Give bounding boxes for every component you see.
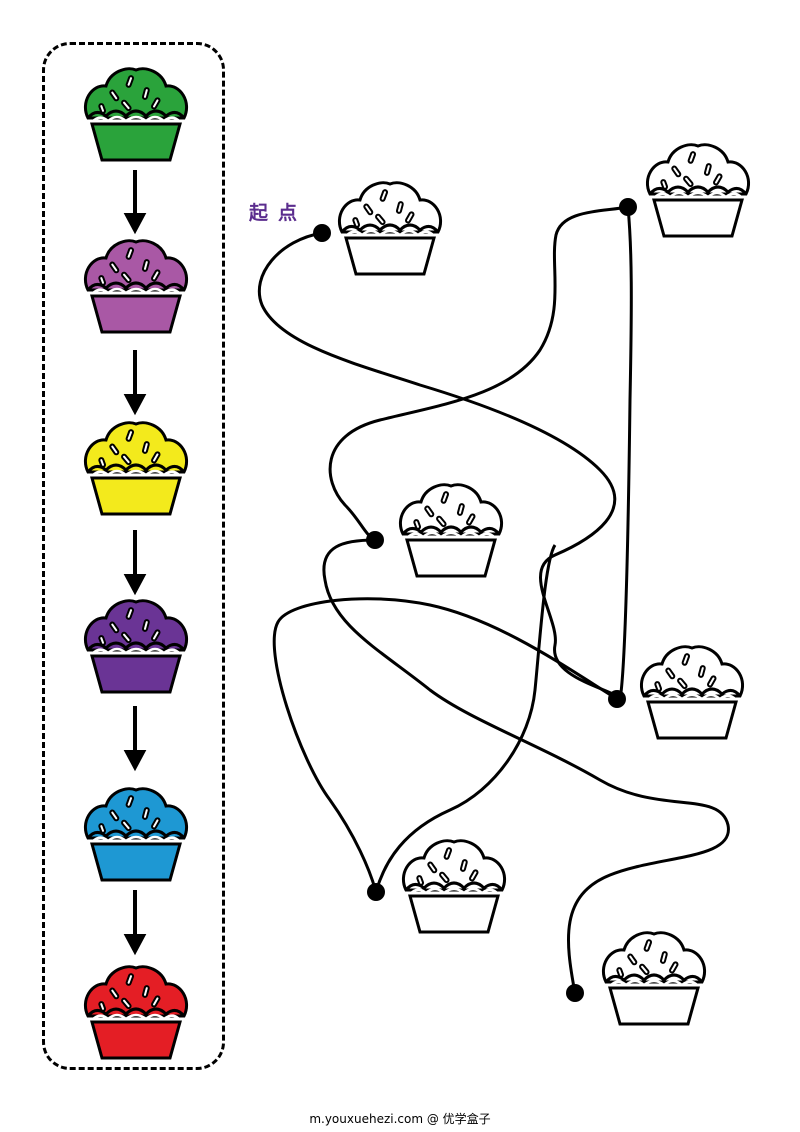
path-endpoint-dot[interactable] xyxy=(566,984,584,1002)
maze-cupcake-bottom-right[interactable] xyxy=(601,931,707,1026)
down-arrow-icon xyxy=(123,350,147,416)
maze-cupcake-lower-middle[interactable] xyxy=(401,839,507,934)
maze-path-1[interactable] xyxy=(257,206,633,701)
color-sequence-box xyxy=(42,42,225,1070)
sequence-cupcake-3 xyxy=(83,421,189,516)
sequence-cupcake-4 xyxy=(83,599,189,694)
maze-path-2[interactable] xyxy=(328,205,629,542)
path-endpoint-dot[interactable] xyxy=(367,883,385,901)
maze-path-4[interactable] xyxy=(272,544,618,898)
down-arrow-icon xyxy=(123,530,147,596)
maze-path-3[interactable] xyxy=(322,538,730,994)
path-endpoint-dot-start[interactable] xyxy=(313,224,331,242)
start-label: 起点 xyxy=(249,202,308,224)
sequence-cupcake-2 xyxy=(83,239,189,334)
path-endpoint-dot[interactable] xyxy=(619,198,637,216)
sequence-cupcake-6 xyxy=(83,965,189,1060)
maze-cupcake-start[interactable] xyxy=(337,181,443,276)
down-arrow-icon xyxy=(123,170,147,235)
sequence-cupcake-1 xyxy=(83,67,189,162)
maze-cupcake-top-right[interactable] xyxy=(645,143,751,238)
path-endpoint-dot[interactable] xyxy=(608,690,626,708)
down-arrow-icon xyxy=(123,706,147,772)
maze-cupcake-right[interactable] xyxy=(639,645,745,740)
down-arrow-icon xyxy=(123,890,147,956)
maze-cupcake-middle[interactable] xyxy=(398,483,504,578)
sequence-cupcake-5 xyxy=(83,787,189,882)
path-endpoint-dot[interactable] xyxy=(366,531,384,549)
footer-credit: m.youxuehezi.com @ 优学盒子 xyxy=(309,1112,491,1126)
